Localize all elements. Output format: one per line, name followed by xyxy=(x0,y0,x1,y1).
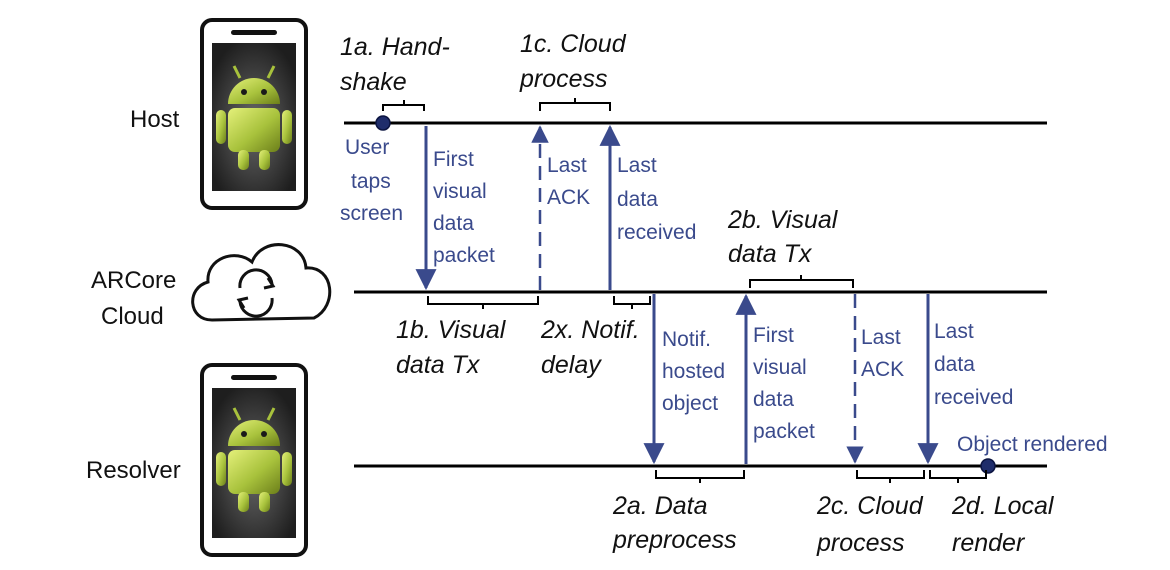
note-notif-hosted-3: object xyxy=(662,392,718,415)
bracket-2b xyxy=(749,275,854,288)
note-last-data-resolver-1: Last xyxy=(934,320,974,343)
object-rendered-marker xyxy=(980,458,996,474)
bracket-1c xyxy=(539,98,611,111)
note-user-taps-1: User xyxy=(345,136,389,159)
note-last-ack-resolver-1: Last xyxy=(861,326,901,349)
phase-2x-line2: delay xyxy=(541,351,602,379)
phase-1a-line1: 1a. Hand- xyxy=(340,33,450,61)
resolver-phone-icon xyxy=(200,363,308,557)
phase-1b-line2: data Tx xyxy=(396,351,481,379)
note-first-visual-host-2: visual xyxy=(433,180,487,203)
phase-1c-line1: 1c. Cloud xyxy=(520,30,627,58)
bracket-1b xyxy=(427,296,539,309)
note-user-taps-3: screen xyxy=(340,202,403,225)
note-first-visual-host-4: packet xyxy=(433,244,495,267)
phase-2a-line2: preprocess xyxy=(612,526,737,554)
bracket-2c xyxy=(856,470,925,483)
note-notif-hosted-2: hosted xyxy=(662,360,725,383)
cloud-sync-icon xyxy=(191,243,332,322)
note-last-ack-resolver-2: ACK xyxy=(861,358,904,381)
note-user-taps-2: taps xyxy=(351,170,391,193)
phase-2d-line1: 2d. Local xyxy=(951,492,1055,520)
phase-1b-line1: 1b. Visual xyxy=(396,316,507,344)
phase-2b-line2: data Tx xyxy=(728,240,813,268)
note-first-visual-resolver-4: packet xyxy=(753,420,815,443)
bracket-2x xyxy=(613,296,651,309)
phase-2c-line2: process xyxy=(816,529,905,557)
lane-label-resolver: Resolver xyxy=(86,457,181,484)
note-notif-hosted-1: Notif. xyxy=(662,328,711,351)
note-last-ack-host-1: Last xyxy=(547,154,587,177)
bracket-1a xyxy=(382,100,425,111)
note-first-visual-host-1: First xyxy=(433,148,474,171)
note-first-visual-host-3: data xyxy=(433,212,474,235)
phase-1a-line2: shake xyxy=(340,68,407,96)
bracket-2d xyxy=(929,470,987,483)
note-last-data-host-1: Last xyxy=(617,154,657,177)
host-phone-icon xyxy=(200,18,308,210)
phase-2a-line1: 2a. Data xyxy=(612,492,708,520)
lane-label-host: Host xyxy=(130,106,180,133)
bracket-2a xyxy=(655,470,745,483)
note-first-visual-resolver-3: data xyxy=(753,388,794,411)
note-object-rendered: Object rendered xyxy=(957,433,1108,456)
phase-2b-line1: 2b. Visual xyxy=(727,206,839,234)
note-last-data-host-2: data xyxy=(617,188,658,211)
note-last-data-resolver-2: data xyxy=(934,353,975,376)
phase-1c-line2: process xyxy=(519,65,608,93)
user-tap-marker xyxy=(375,115,391,131)
lane-label-cloud-line2: Cloud xyxy=(101,303,164,330)
phase-2c-line1: 2c. Cloud xyxy=(816,492,924,520)
note-first-visual-resolver-2: visual xyxy=(753,356,807,379)
note-last-data-host-3: received xyxy=(617,221,696,244)
note-last-data-resolver-3: received xyxy=(934,386,1013,409)
phase-2x-line1: 2x. Notif. xyxy=(540,316,640,344)
note-last-ack-host-2: ACK xyxy=(547,186,590,209)
note-first-visual-resolver-1: First xyxy=(753,324,794,347)
lane-label-cloud-line1: ARCore xyxy=(91,267,176,294)
phase-2d-line2: render xyxy=(952,529,1026,557)
